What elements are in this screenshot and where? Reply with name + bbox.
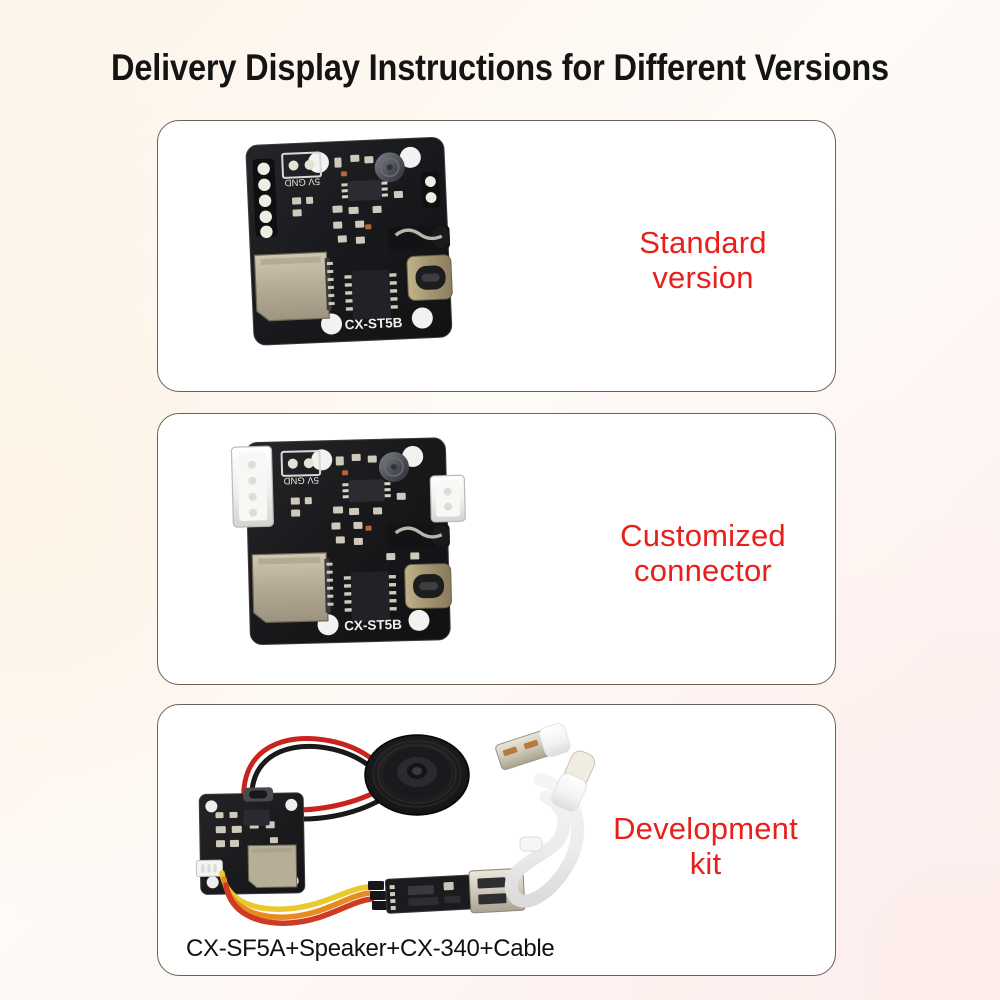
label-line-2: version bbox=[652, 260, 754, 295]
round-speaker bbox=[364, 734, 470, 816]
white-jst-2pin-connector bbox=[429, 474, 466, 523]
page-title: Delivery Display Instructions for Differ… bbox=[111, 47, 889, 88]
panel-standard-version: 5V GND bbox=[157, 120, 836, 392]
label-line-2: connector bbox=[634, 553, 772, 588]
microsd-slot bbox=[251, 552, 334, 623]
label-development-kit: Development kit bbox=[583, 811, 828, 881]
dupont-jumper-cable bbox=[368, 881, 388, 910]
product-image-customized-board: 5V GND bbox=[226, 426, 486, 666]
cx-340-usb-serial-adapter bbox=[384, 867, 526, 914]
pin-silkscreen-label: 5V GND bbox=[284, 175, 320, 188]
usb-c-port bbox=[406, 254, 453, 301]
product-image-development-kit bbox=[182, 713, 602, 933]
board-silkscreen-label: CX-ST5B bbox=[344, 617, 402, 634]
white-usb-a-to-usb-c-cable bbox=[495, 723, 596, 908]
product-image-standard-board: 5V GND bbox=[238, 133, 468, 358]
kit-contents-caption: CX-SF5A+Speaker+CX-340+Cable bbox=[186, 935, 555, 962]
label-line-2: kit bbox=[689, 846, 722, 881]
audio-jack bbox=[387, 523, 450, 550]
cx-sf5a-board bbox=[195, 787, 306, 895]
panel-customized-connector: 5V GND bbox=[157, 413, 836, 685]
label-standard-version: Standard version bbox=[588, 225, 818, 295]
mounting-hole bbox=[311, 449, 333, 471]
label-line-1: Standard bbox=[639, 225, 767, 260]
label-customized-connector: Customized connector bbox=[578, 518, 828, 588]
white-jst-4pin-connector bbox=[230, 445, 274, 528]
board-silkscreen-label: CX-ST5B bbox=[344, 315, 403, 333]
white-jst-connector bbox=[195, 859, 224, 878]
usb-c-port bbox=[404, 563, 452, 610]
microsd-slot bbox=[253, 251, 335, 322]
pin-silkscreen-label: 5V GND bbox=[283, 474, 319, 486]
label-line-1: Development bbox=[613, 811, 798, 846]
audio-jack bbox=[387, 224, 451, 252]
label-line-1: Customized bbox=[620, 518, 786, 553]
panel-development-kit: Development kit CX-SF5A+Speaker+CX-340+C… bbox=[157, 704, 836, 976]
